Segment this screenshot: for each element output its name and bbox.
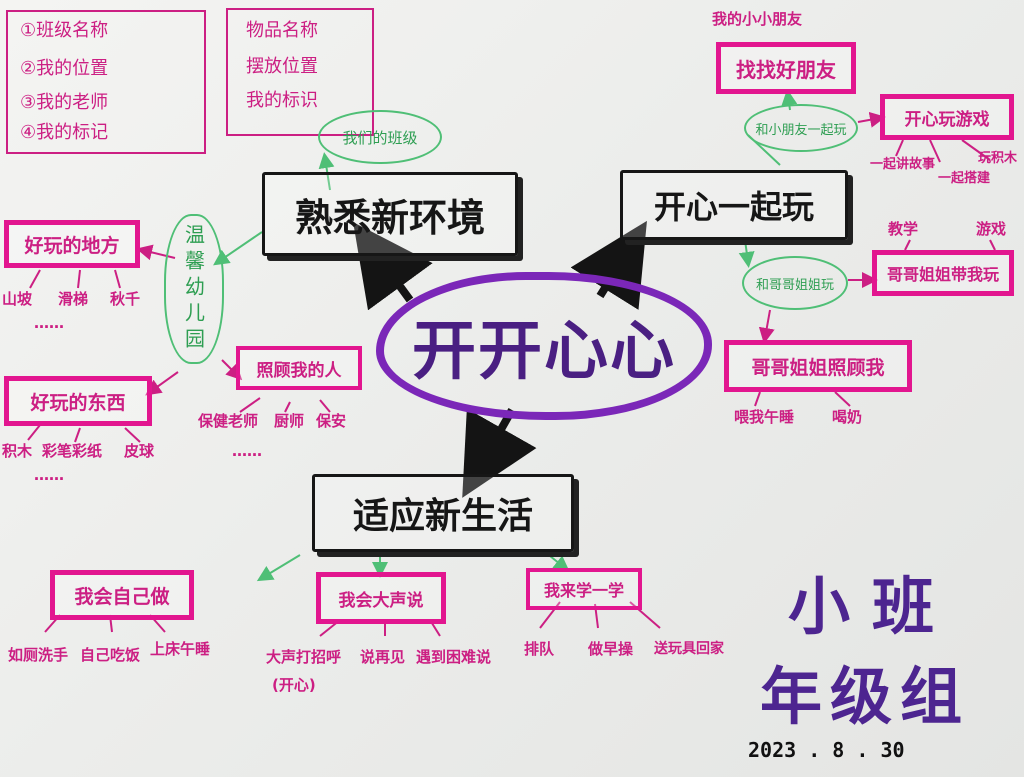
- branch-adapt: 适应新生活: [312, 474, 574, 552]
- speak-up-1: 大声打招呼: [266, 648, 342, 666]
- speak-up-extra: (开心): [272, 676, 316, 694]
- box-speak-up: 我会大声说: [316, 572, 446, 624]
- box-fun-things: 好玩的东西: [4, 376, 152, 426]
- sibling-teach-item-1: 教学: [888, 220, 919, 238]
- caretaker-1: 保健老师: [198, 412, 259, 430]
- note-right-item-1: 物品名称: [246, 20, 318, 41]
- fun-thing-2: 彩笔彩纸: [42, 442, 103, 460]
- link-play-to-siblings: [738, 239, 755, 268]
- kindergarten-label: 温馨幼儿园: [181, 224, 206, 354]
- box-find-friends: 找找好朋友: [716, 42, 856, 94]
- caretaker-2: 厨师: [274, 412, 305, 430]
- play-top-note: 我的小小朋友: [712, 10, 803, 28]
- sibling-care-item-1: 喂我午睡: [734, 408, 795, 426]
- sibling-care-item-2: 喝奶: [832, 408, 863, 426]
- fun-places-more: ……: [34, 314, 64, 332]
- cloud-our-class: 我们的班级: [318, 110, 442, 164]
- link-adapt-to-learn: [544, 551, 570, 572]
- link-friends-to-games: [857, 111, 886, 128]
- box-caretakers: 照顾我的人: [236, 346, 362, 390]
- learn-3: 送玩具回家: [654, 641, 724, 657]
- caretaker-3: 保安: [316, 412, 347, 430]
- happy-game-1: 一起讲故事: [870, 157, 936, 172]
- signature-group: 年级组: [760, 660, 971, 733]
- note-right-item-2: 摆放位置: [246, 56, 318, 77]
- branch-environment: 熟悉新环境: [262, 172, 518, 256]
- box-self-care: 我会自己做: [50, 570, 194, 620]
- learn-1: 排队: [524, 640, 555, 658]
- fun-place-1: 山坡: [2, 290, 33, 308]
- note-right-item-3: 我的标识: [246, 90, 318, 111]
- box-happy-games: 开心玩游戏: [880, 94, 1014, 140]
- note-left-item-4: ④我的标记: [20, 122, 109, 143]
- happy-game-2: 一起搭建: [938, 171, 991, 186]
- note-box-right: [226, 8, 374, 136]
- link-env-to-kindergarten: [213, 231, 263, 266]
- box-fun-places: 好玩的地方: [4, 220, 140, 268]
- fun-place-3: 秋千: [110, 290, 141, 308]
- happy-game-3: 玩积木: [978, 151, 1018, 166]
- note-box-left: [6, 10, 206, 154]
- note-left-item-2: ②我的位置: [20, 58, 109, 79]
- self-care-1: 如厕洗手: [8, 646, 69, 664]
- signature-class: 小班: [788, 570, 957, 643]
- cloud-kindergarten: 温馨幼儿园: [164, 214, 224, 364]
- note-left-item-1: ①班级名称: [20, 20, 109, 41]
- fun-things-more: ……: [34, 466, 64, 484]
- branch-play: 开心一起玩: [620, 170, 848, 240]
- link-kg-to-things: [145, 371, 179, 396]
- note-left-item-3: ③我的老师: [20, 92, 109, 113]
- box-sibling-care: 哥哥姐姐照顾我: [724, 340, 912, 392]
- link-siblings-to-care: [758, 309, 775, 344]
- box-sibling-teach: 哥哥姐姐带我玩: [872, 250, 1014, 296]
- link-adapt-to-selfcare: [256, 554, 301, 582]
- fun-thing-1: 积木: [2, 442, 33, 460]
- speak-up-2: 说再见: [360, 648, 406, 666]
- speak-up-3: 遇到困难说: [416, 648, 492, 666]
- caretakers-more: ……: [232, 442, 262, 460]
- sibling-teach-item-2: 游戏: [976, 220, 1007, 238]
- box-learn: 我来学一学: [526, 568, 642, 610]
- fun-place-2: 滑梯: [58, 290, 89, 308]
- arrow-center-to-adapt: [462, 408, 537, 498]
- learn-2: 做早操: [588, 640, 634, 658]
- self-care-3: 上床午睡: [150, 640, 211, 658]
- self-care-2: 自己吃饭: [80, 646, 141, 664]
- cloud-play-with-friends: 和小朋友一起玩: [744, 104, 858, 152]
- cloud-play-with-siblings: 和哥哥姐姐玩: [742, 256, 848, 310]
- signature-date: 2023 . 8 . 30: [748, 738, 905, 762]
- fun-thing-3: 皮球: [124, 442, 155, 460]
- center-topic: 开开心心: [376, 272, 712, 420]
